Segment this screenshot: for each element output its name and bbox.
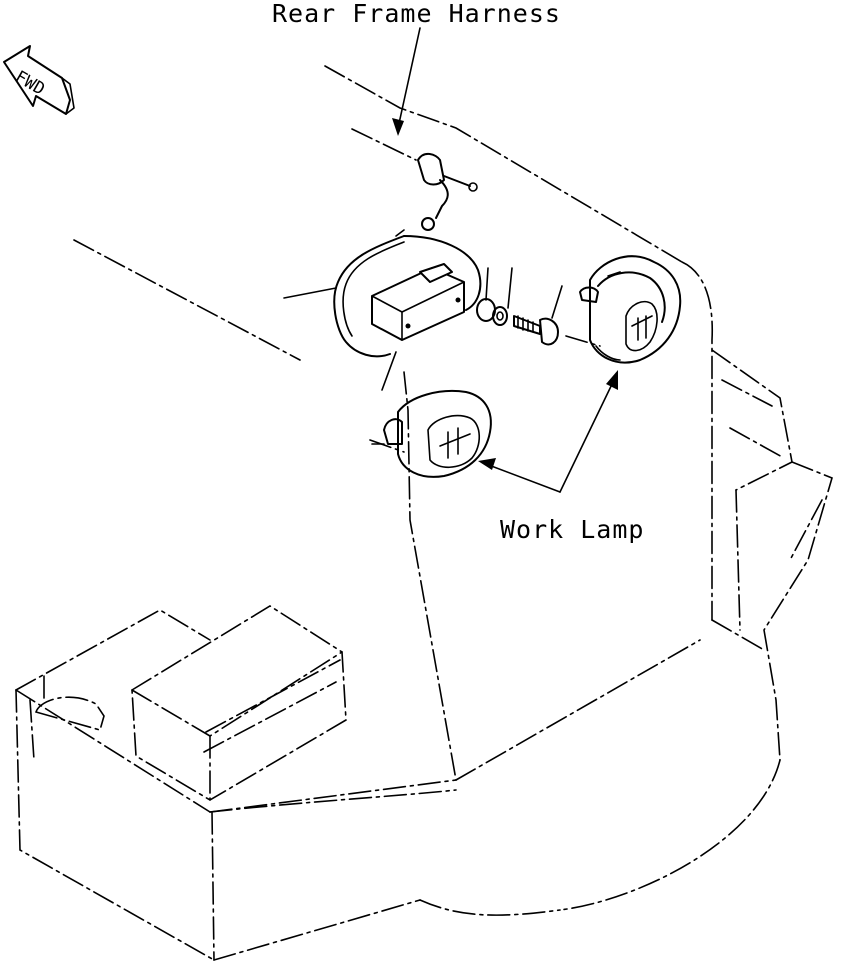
work-lamp-label: Work Lamp: [500, 515, 644, 544]
fwd-label: FWD: [12, 67, 49, 100]
machine-body-outline: [15, 65, 833, 961]
mounting-bolt: [513, 315, 559, 346]
work-lamp-leaders: [478, 370, 618, 493]
rear-frame-harness-label: Rear Frame Harness: [272, 0, 561, 28]
washer-inner: [492, 306, 508, 326]
relay-unit: [333, 235, 482, 358]
fwd-arrow-icon: FWD: [3, 45, 75, 115]
work-lamp-left: [371, 390, 492, 478]
harness-connector: [395, 153, 478, 237]
rear-frame-harness-leader: [392, 27, 421, 136]
work-lamp-right: [579, 255, 682, 364]
part-leaders: [283, 267, 563, 391]
